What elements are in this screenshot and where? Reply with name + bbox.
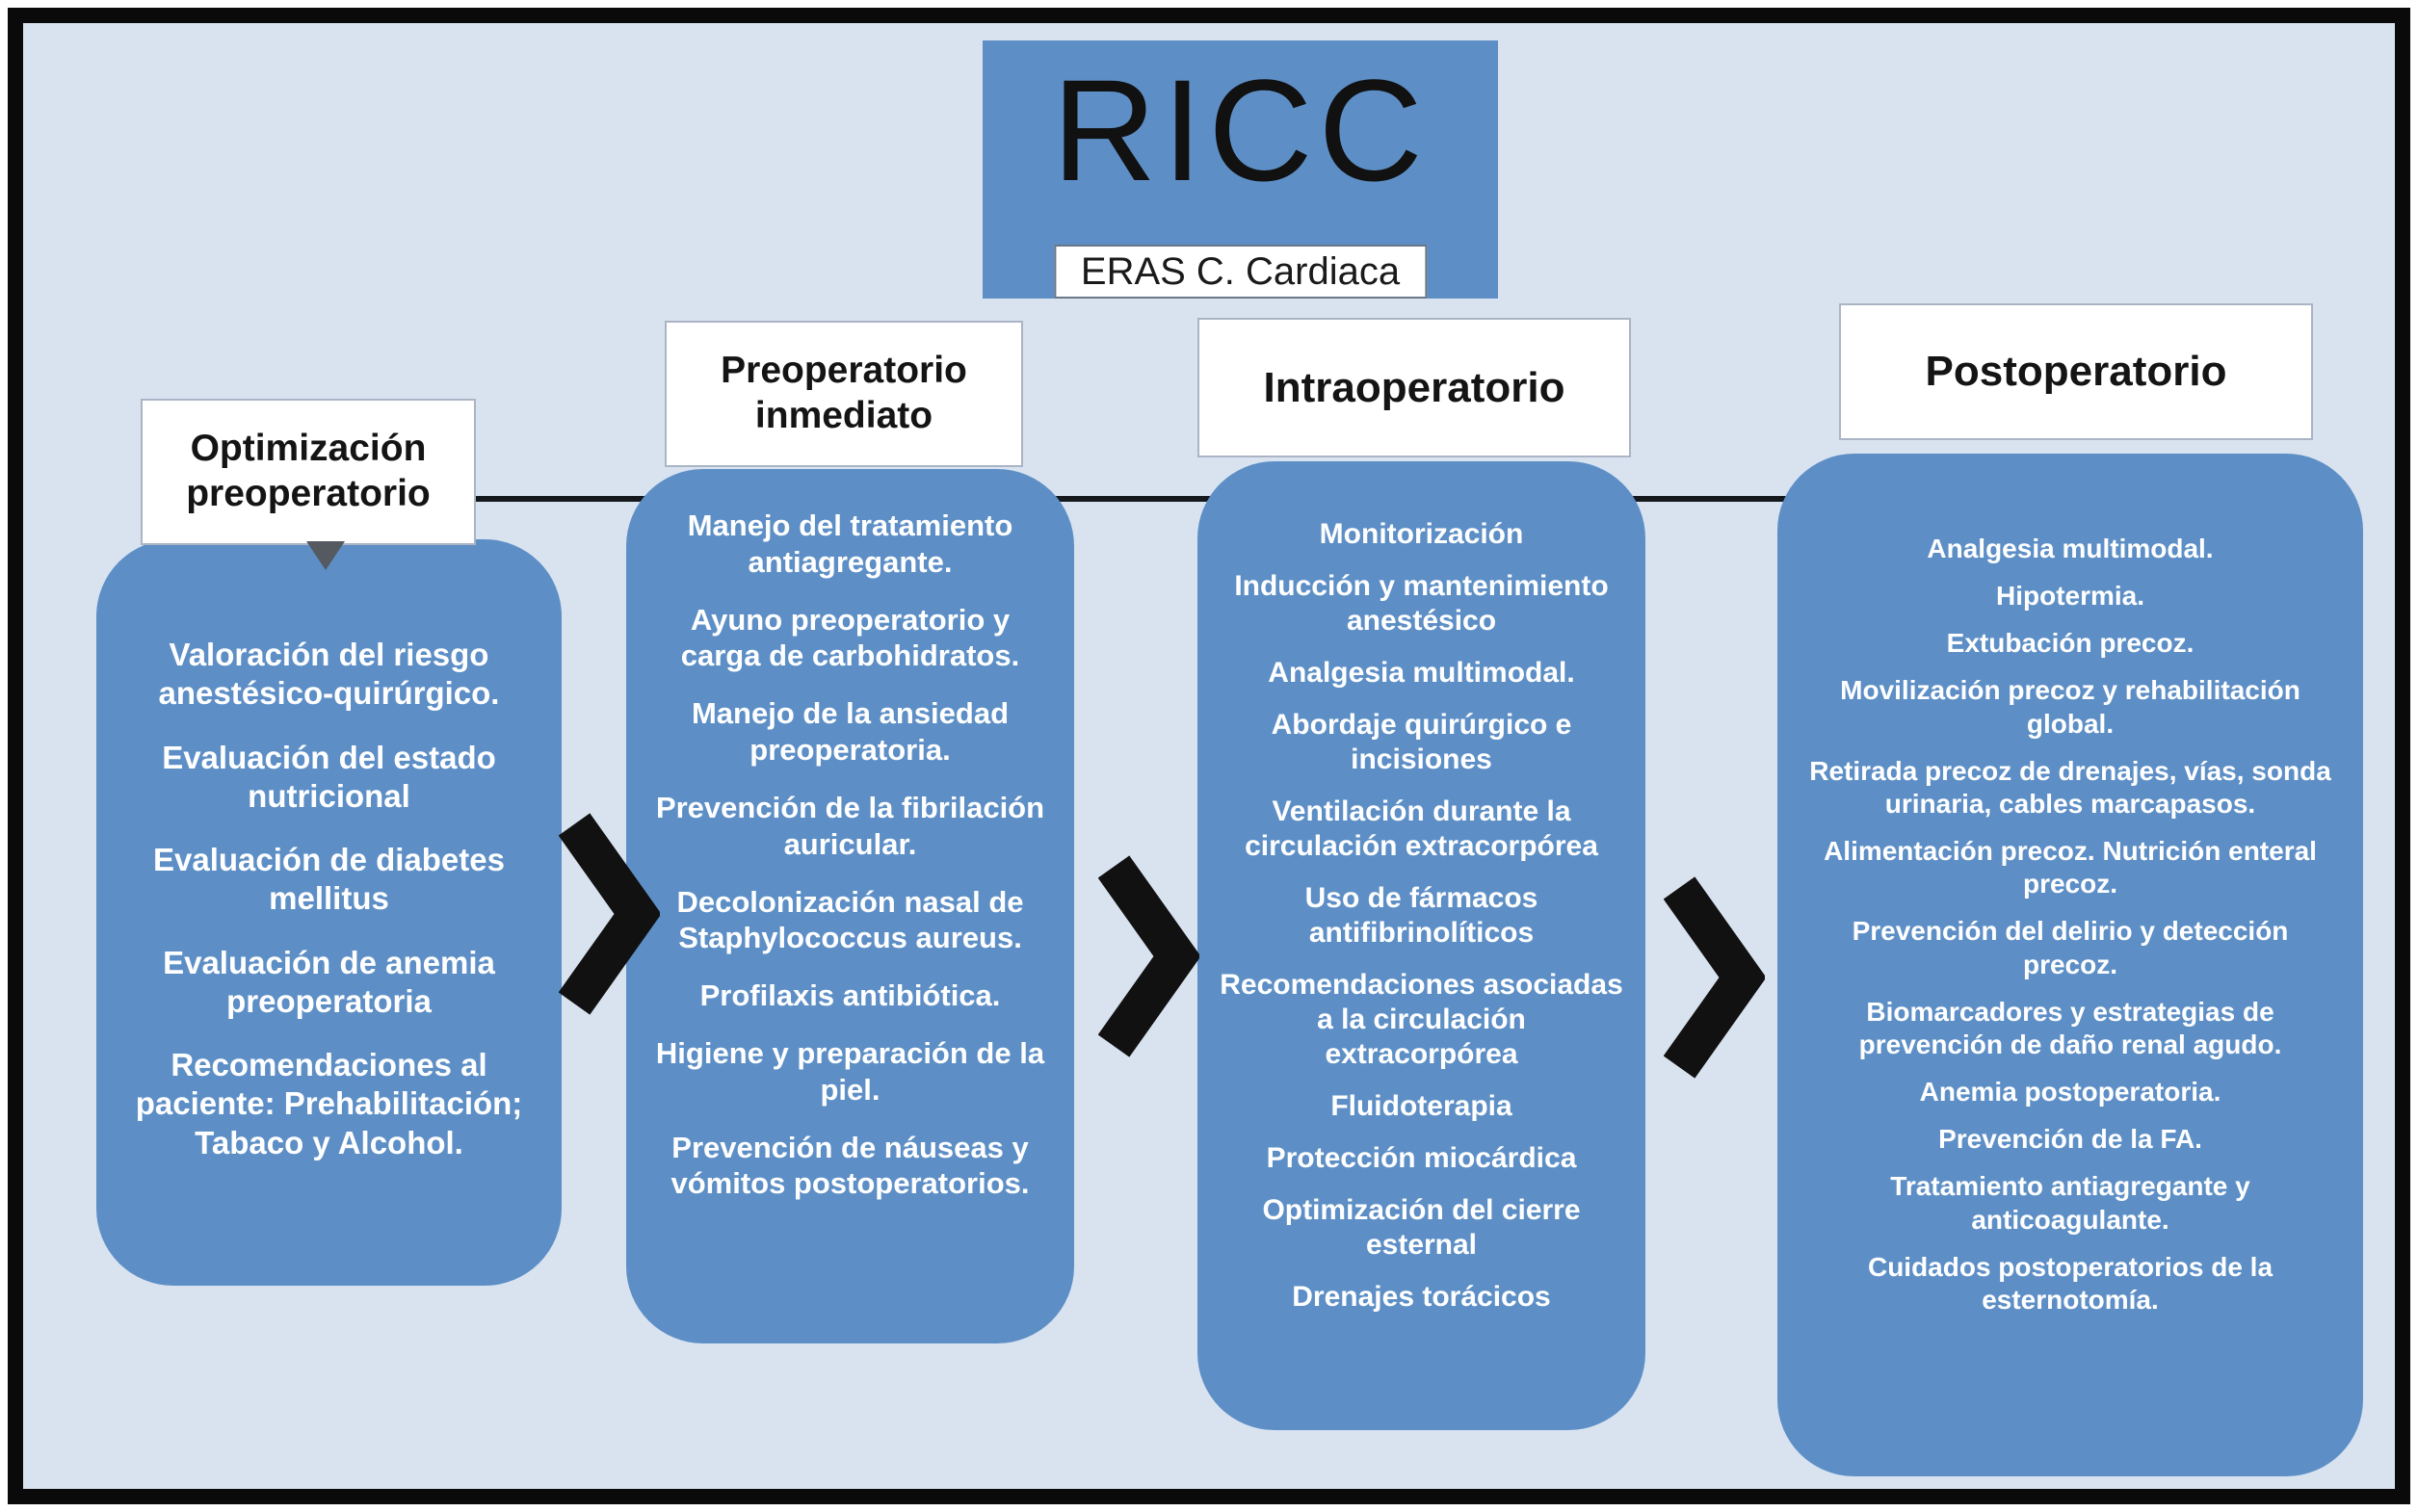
- phase-item: Analgesia multimodal.: [1268, 657, 1575, 689]
- phase-header-postoperatorio: Postoperatorio: [1839, 303, 2313, 440]
- phase-item: Manejo de la ansiedad preoperatoria.: [691, 696, 1010, 768]
- phase-item: Analgesia multimodal.: [1927, 534, 2214, 563]
- phase-item: Profilaxis antibiótica.: [699, 978, 1001, 1013]
- phase-item: Higiene y preparación de la piel.: [655, 1035, 1045, 1107]
- phase-item: Evaluación del estado nutricional: [162, 739, 496, 814]
- phase-item: Protección miocárdica: [1266, 1142, 1577, 1174]
- phase-item: Uso de fármacos antifibrinolíticos: [1304, 882, 1538, 949]
- chevron-right-icon: [1664, 874, 1765, 1082]
- title-box: RICC ERAS C. Cardiaca: [983, 40, 1498, 299]
- phase-header-preoperatorio-inmediato: Preoperatorio inmediato: [665, 321, 1023, 467]
- phase-item: Prevención de la fibrilación auricular.: [655, 790, 1045, 861]
- phase-item: Decolonización nasal de Staphylococcus a…: [676, 884, 1024, 955]
- triangle-down-icon: [306, 541, 345, 570]
- phase-item: Ventilación durante la circulación extra…: [1245, 795, 1598, 862]
- phase-item: Recomendaciones asociadas a la circulaci…: [1220, 969, 1623, 1070]
- phase-item: Recomendaciones al paciente: Prehabilita…: [135, 1047, 523, 1160]
- phase-item: Optimización del cierre esternal: [1262, 1194, 1581, 1261]
- timeline-connector-line: [289, 496, 2071, 502]
- phase-item: Prevención de la FA.: [1938, 1124, 2202, 1155]
- phase-item: Prevención de náuseas y vómitos postoper…: [670, 1130, 1030, 1201]
- phase-item: Movilización precoz y rehabilitación glo…: [1840, 675, 2300, 739]
- phase-item: Biomarcadores y estrategias de prevenció…: [1858, 996, 2282, 1059]
- phase-item: Inducción y mantenimiento anestésico: [1234, 570, 1609, 637]
- phase-item: Evaluación de anemia preoperatoria: [163, 944, 495, 1019]
- phase-box-optimizacion-preoperatorio: Valoración del riesgo anestésico-quirúrg…: [96, 539, 562, 1286]
- phase-item: Anemia postoperatoria.: [1919, 1077, 2221, 1108]
- phase-item: Cuidados postoperatorios de la esternoto…: [1867, 1251, 2273, 1315]
- phase-item: Tratamiento antiagregante y anticoagulan…: [1890, 1171, 2250, 1235]
- phase-item: Fluidoterapia: [1330, 1090, 1512, 1122]
- phase-item: Hipotermia.: [1995, 581, 2145, 612]
- phase-item: Monitorización: [1319, 518, 1524, 550]
- phase-item: Ayuno preoperatorio y carga de carbohidr…: [680, 602, 1020, 673]
- phase-item: Valoración del riesgo anestésico-quirúrg…: [158, 637, 500, 712]
- diagram-subtitle: ERAS C. Cardiaca: [1053, 245, 1428, 299]
- chevron-right-icon: [559, 811, 660, 1018]
- phase-item: Alimentación precoz. Nutrición enteral p…: [1824, 836, 2317, 899]
- diagram-title: RICC: [1052, 49, 1429, 211]
- phase-item: Evaluación de diabetes mellitus: [153, 842, 505, 917]
- phase-item: Manejo del tratamiento antiagregante.: [687, 508, 1013, 579]
- phase-item: Extubación precoz.: [1946, 628, 2195, 659]
- phase-header-intraoperatorio: Intraoperatorio: [1197, 318, 1631, 457]
- phase-box-postoperatorio: Analgesia multimodal. Hipotermia. Extubaci…: [1777, 454, 2363, 1476]
- phase-header-optimizacion-preoperatorio: Optimización preoperatorio: [141, 399, 476, 545]
- phase-item: Prevención del delirio y detección preco…: [1852, 916, 2289, 979]
- chevron-right-icon: [1098, 853, 1199, 1060]
- phase-item: Abordaje quirúrgico e incisiones: [1271, 709, 1572, 775]
- phase-item: Drenajes torácicos: [1292, 1281, 1551, 1313]
- phase-item: Retirada precoz de drenajes, vías, sonda…: [1809, 755, 2331, 819]
- phase-box-preoperatorio-inmediato: Manejo del tratamiento antiagregante. Ayu…: [626, 469, 1074, 1343]
